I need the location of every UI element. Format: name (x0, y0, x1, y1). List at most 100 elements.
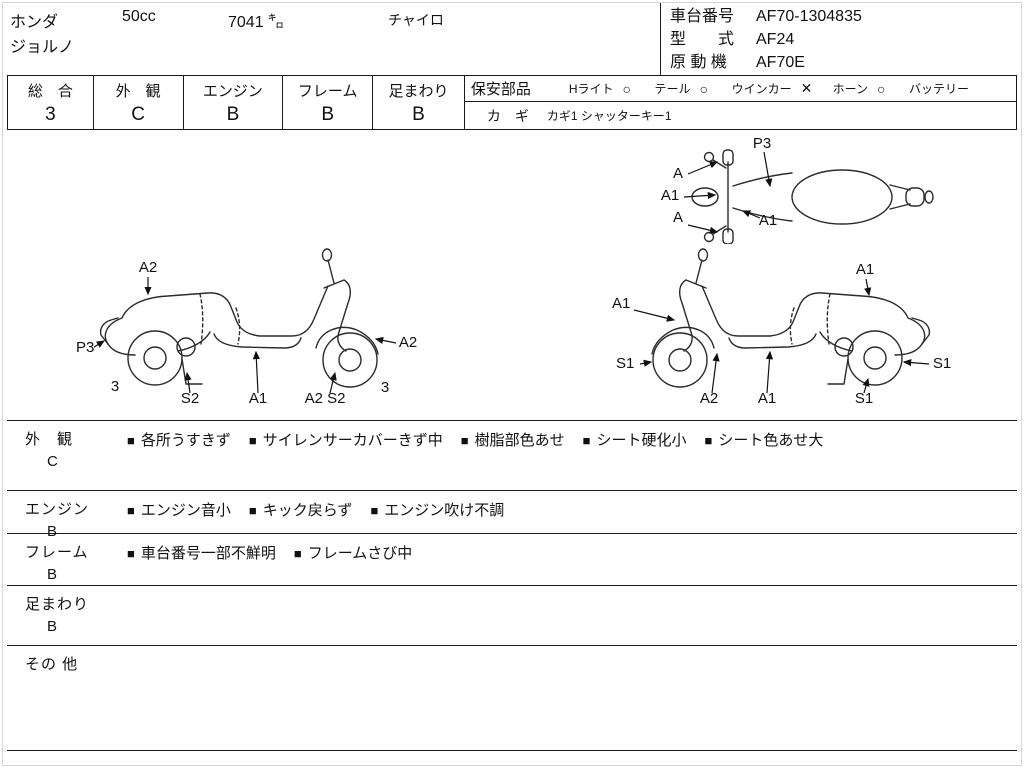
grade-label: フレーム (297, 83, 358, 100)
safety-item-name: Hライト (568, 82, 614, 96)
safety-item-horn: ホーン ○ (833, 80, 891, 97)
safety-item-headlight: Hライト ○ (569, 80, 637, 97)
note-item: キック戻らず (249, 499, 353, 520)
note-items (127, 586, 1017, 645)
grade-value: 3 (45, 104, 56, 125)
header-divider (660, 3, 661, 75)
safety-item-taillight: テール ○ (655, 80, 714, 97)
note-label-col: その 他 (7, 646, 127, 750)
grade-cell-exterior: 外 観 C (94, 76, 184, 129)
damage-label-a1: A1 (856, 261, 874, 278)
grade-label: 足まわり (388, 83, 449, 100)
damage-label-a1: A1 (661, 187, 679, 204)
note-label-col: エンジン B (7, 491, 127, 540)
note-section-label: 外 観 (25, 431, 74, 448)
scooter-left-side-drawing (99, 248, 379, 388)
damage-label-a2: A2 (700, 390, 718, 407)
note-label-col: 足まわり B (7, 586, 127, 645)
damage-label-a: A (673, 165, 683, 182)
safety-item-status: ○ (876, 80, 886, 97)
damage-label-s2: S2 (181, 390, 199, 407)
grade-cell-overall: 総 合 3 (8, 76, 94, 129)
key-label: カ ギ (486, 107, 529, 124)
displacement: 50cc (122, 8, 156, 25)
safety-item-status: ✕ (800, 80, 813, 96)
note-row-undercarriage: 足まわり B (7, 585, 1017, 645)
grade-label: 外 観 (115, 83, 161, 100)
grade-table: 総 合 3 外 観 C エンジン B フレーム B 足まわり B 保安部品 Hラ… (7, 75, 1017, 130)
note-items (127, 646, 1017, 750)
note-item: エンジン音小 (127, 499, 231, 520)
key-row: カ ギ カギ1 シャッターキー1 (465, 102, 1016, 129)
body-color: チャイロ (388, 12, 444, 28)
safety-item-battery: バッテリー (909, 80, 992, 97)
safety-parts-cell: 保安部品 Hライト ○ テール ○ ウインカー ✕ ホーン ○ (464, 76, 1016, 129)
safety-parts-row: 保安部品 Hライト ○ テール ○ ウインカー ✕ ホーン ○ (464, 76, 1016, 102)
safety-item-name: ホーン (832, 82, 868, 96)
damage-label-a1: A1 (612, 295, 630, 312)
safety-parts-title: 保安部品 (470, 81, 531, 98)
model-code-value: AF24 (756, 31, 795, 48)
damage-labels-top-view: P3 A A1 A A1 (661, 135, 777, 234)
tire-grade-rear: 3 (111, 378, 119, 395)
maker-name: ホンダ (10, 14, 59, 31)
damage-label-p3: P3 (753, 135, 771, 152)
note-item: エンジン吹け不調 (370, 499, 504, 520)
note-section-grade: B (47, 618, 58, 635)
engine-code-row: 原 動 機 AF70E (670, 51, 862, 74)
note-section-label: エンジン (25, 501, 90, 518)
grade-cell-undercarriage: 足まわり B (373, 76, 465, 129)
damage-label-a2: A2 (399, 334, 417, 351)
note-section-label: その 他 (25, 656, 79, 673)
scooter-left-side-diagram: A2 P3 3 S2 A1 A2 S2 A2 3 (76, 248, 417, 407)
damage-label-a2-s2: A2 S2 (305, 390, 346, 407)
damage-label-a1: A1 (759, 212, 777, 229)
safety-item-status: ○ (622, 80, 632, 97)
note-item: フレームさび中 (294, 542, 413, 563)
engine-code-value: AF70E (756, 54, 805, 71)
chassis-number-value: AF70-1304835 (756, 8, 862, 25)
grade-label: エンジン (202, 83, 263, 100)
model-code-label: 型 式 (670, 31, 735, 48)
note-row-engine: エンジン B エンジン音小 キック戻らず エンジン吹け不調 (7, 490, 1017, 540)
grade-value: C (131, 104, 146, 125)
safety-item-name: ウインカー (731, 82, 792, 96)
safety-item-name: テール (654, 82, 691, 96)
note-item: シート硬化小 (583, 429, 686, 450)
condition-notes: 外 観 C 各所うすきず サイレンサーカバーきず中 樹脂部色あせ シート硬化小 … (7, 420, 1017, 768)
grade-cell-frame: フレーム B (283, 76, 374, 129)
key-value: カギ1 シャッターキー1 (546, 109, 672, 123)
damage-label-a1: A1 (758, 390, 776, 407)
model-name: ジョルノ (10, 39, 75, 56)
damage-labels-left-side: A2 P3 3 S2 A1 A2 S2 A2 3 (76, 259, 417, 407)
scooter-top-view-drawing (691, 149, 934, 244)
note-label-col: フレーム B (7, 534, 127, 585)
note-row-exterior: 外 観 C 各所うすきず サイレンサーカバーきず中 樹脂部色あせ シート硬化小 … (7, 420, 1017, 490)
scooter-right-side-drawing (651, 248, 931, 388)
note-section-grade: B (47, 523, 58, 540)
grade-label: 総 合 (27, 83, 73, 100)
damage-label-p3: P3 (76, 339, 94, 356)
chassis-number-label: 車台番号 (670, 8, 735, 25)
damage-label-s1: S1 (855, 390, 873, 407)
note-footer-line (7, 750, 1017, 768)
note-items: 車台番号一部不鮮明 フレームさび中 (127, 534, 1017, 585)
note-item: 樹脂部色あせ (461, 429, 565, 450)
damage-labels-right-side: A1 A1 S1 S1 A2 A1 S1 (612, 261, 951, 407)
note-section-label: 足まわり (25, 596, 90, 613)
engine-code-label: 原 動 機 (670, 54, 727, 71)
damage-label-a: A (673, 209, 683, 226)
safety-item-name: バッテリー (908, 82, 969, 96)
note-section-label: フレーム (25, 544, 89, 561)
note-item: 車台番号一部不鮮明 (127, 542, 276, 563)
mileage: 7041 ㌔ (228, 14, 285, 31)
note-row-other: その 他 (7, 645, 1017, 750)
damage-label-a1: A1 (249, 390, 267, 407)
chassis-number-row: 車台番号 AF70-1304835 (670, 5, 862, 28)
note-item: サイレンサーカバーきず中 (249, 429, 443, 450)
note-section-grade: C (47, 453, 58, 470)
grade-value: B (321, 104, 335, 125)
note-row-frame: フレーム B 車台番号一部不鮮明 フレームさび中 (7, 533, 1017, 585)
grade-cell-engine: エンジン B (184, 76, 284, 129)
scooter-right-side-diagram: A1 A1 S1 S1 A2 A1 S1 (612, 248, 951, 407)
